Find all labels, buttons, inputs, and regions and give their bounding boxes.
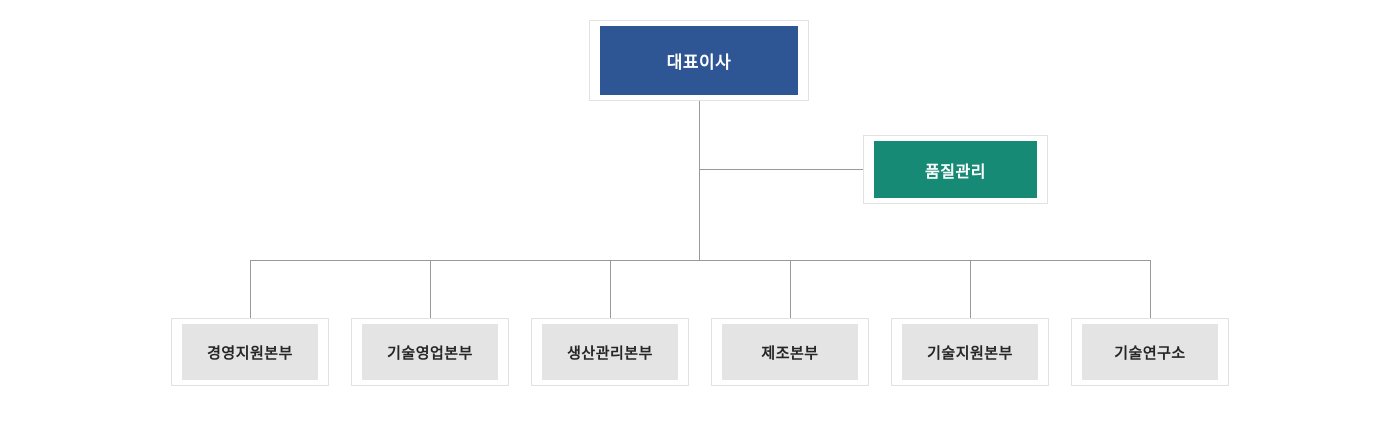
org-node-division-5-label: 기술지원본부 <box>927 344 1013 362</box>
org-node-division-2-box: 기술영업본부 <box>362 324 498 380</box>
connector-staff-branch <box>700 169 863 170</box>
org-node-division-1: 경영지원본부 <box>171 318 329 386</box>
org-node-division-5-box: 기술지원본부 <box>902 324 1038 380</box>
connector-main-horizontal <box>250 260 1151 261</box>
org-node-division-6-box: 기술연구소 <box>1082 324 1218 380</box>
org-node-division-4-box: 제조본부 <box>722 324 858 380</box>
connector-drop-6 <box>1150 260 1151 318</box>
org-node-division-2: 기술영업본부 <box>351 318 509 386</box>
org-node-division-6: 기술연구소 <box>1071 318 1229 386</box>
connector-drop-1 <box>250 260 251 318</box>
org-node-division-3-label: 생산관리본부 <box>567 344 653 362</box>
org-node-quality-control: 품질관리 <box>863 135 1048 204</box>
org-node-division-2-label: 기술영업본부 <box>387 344 473 362</box>
connector-drop-3 <box>610 260 611 318</box>
connector-drop-2 <box>430 260 431 318</box>
org-node-division-3-box: 생산관리본부 <box>542 324 678 380</box>
connector-trunk <box>699 101 700 260</box>
org-node-division-1-label: 경영지원본부 <box>207 344 293 362</box>
org-node-division-4: 제조본부 <box>711 318 869 386</box>
connector-drop-5 <box>970 260 971 318</box>
org-node-ceo: 대표이사 <box>589 20 809 101</box>
org-node-division-4-label: 제조본부 <box>761 344 819 362</box>
org-node-division-1-box: 경영지원본부 <box>182 324 318 380</box>
org-node-quality-control-box: 품질관리 <box>874 141 1037 198</box>
org-node-division-5: 기술지원본부 <box>891 318 1049 386</box>
connector-drop-4 <box>790 260 791 318</box>
org-node-quality-control-label: 품질관리 <box>925 163 986 181</box>
org-node-division-3: 생산관리본부 <box>531 318 689 386</box>
org-node-division-6-label: 기술연구소 <box>1114 344 1186 362</box>
org-node-ceo-box: 대표이사 <box>600 26 798 95</box>
org-node-ceo-label: 대표이사 <box>666 53 732 72</box>
